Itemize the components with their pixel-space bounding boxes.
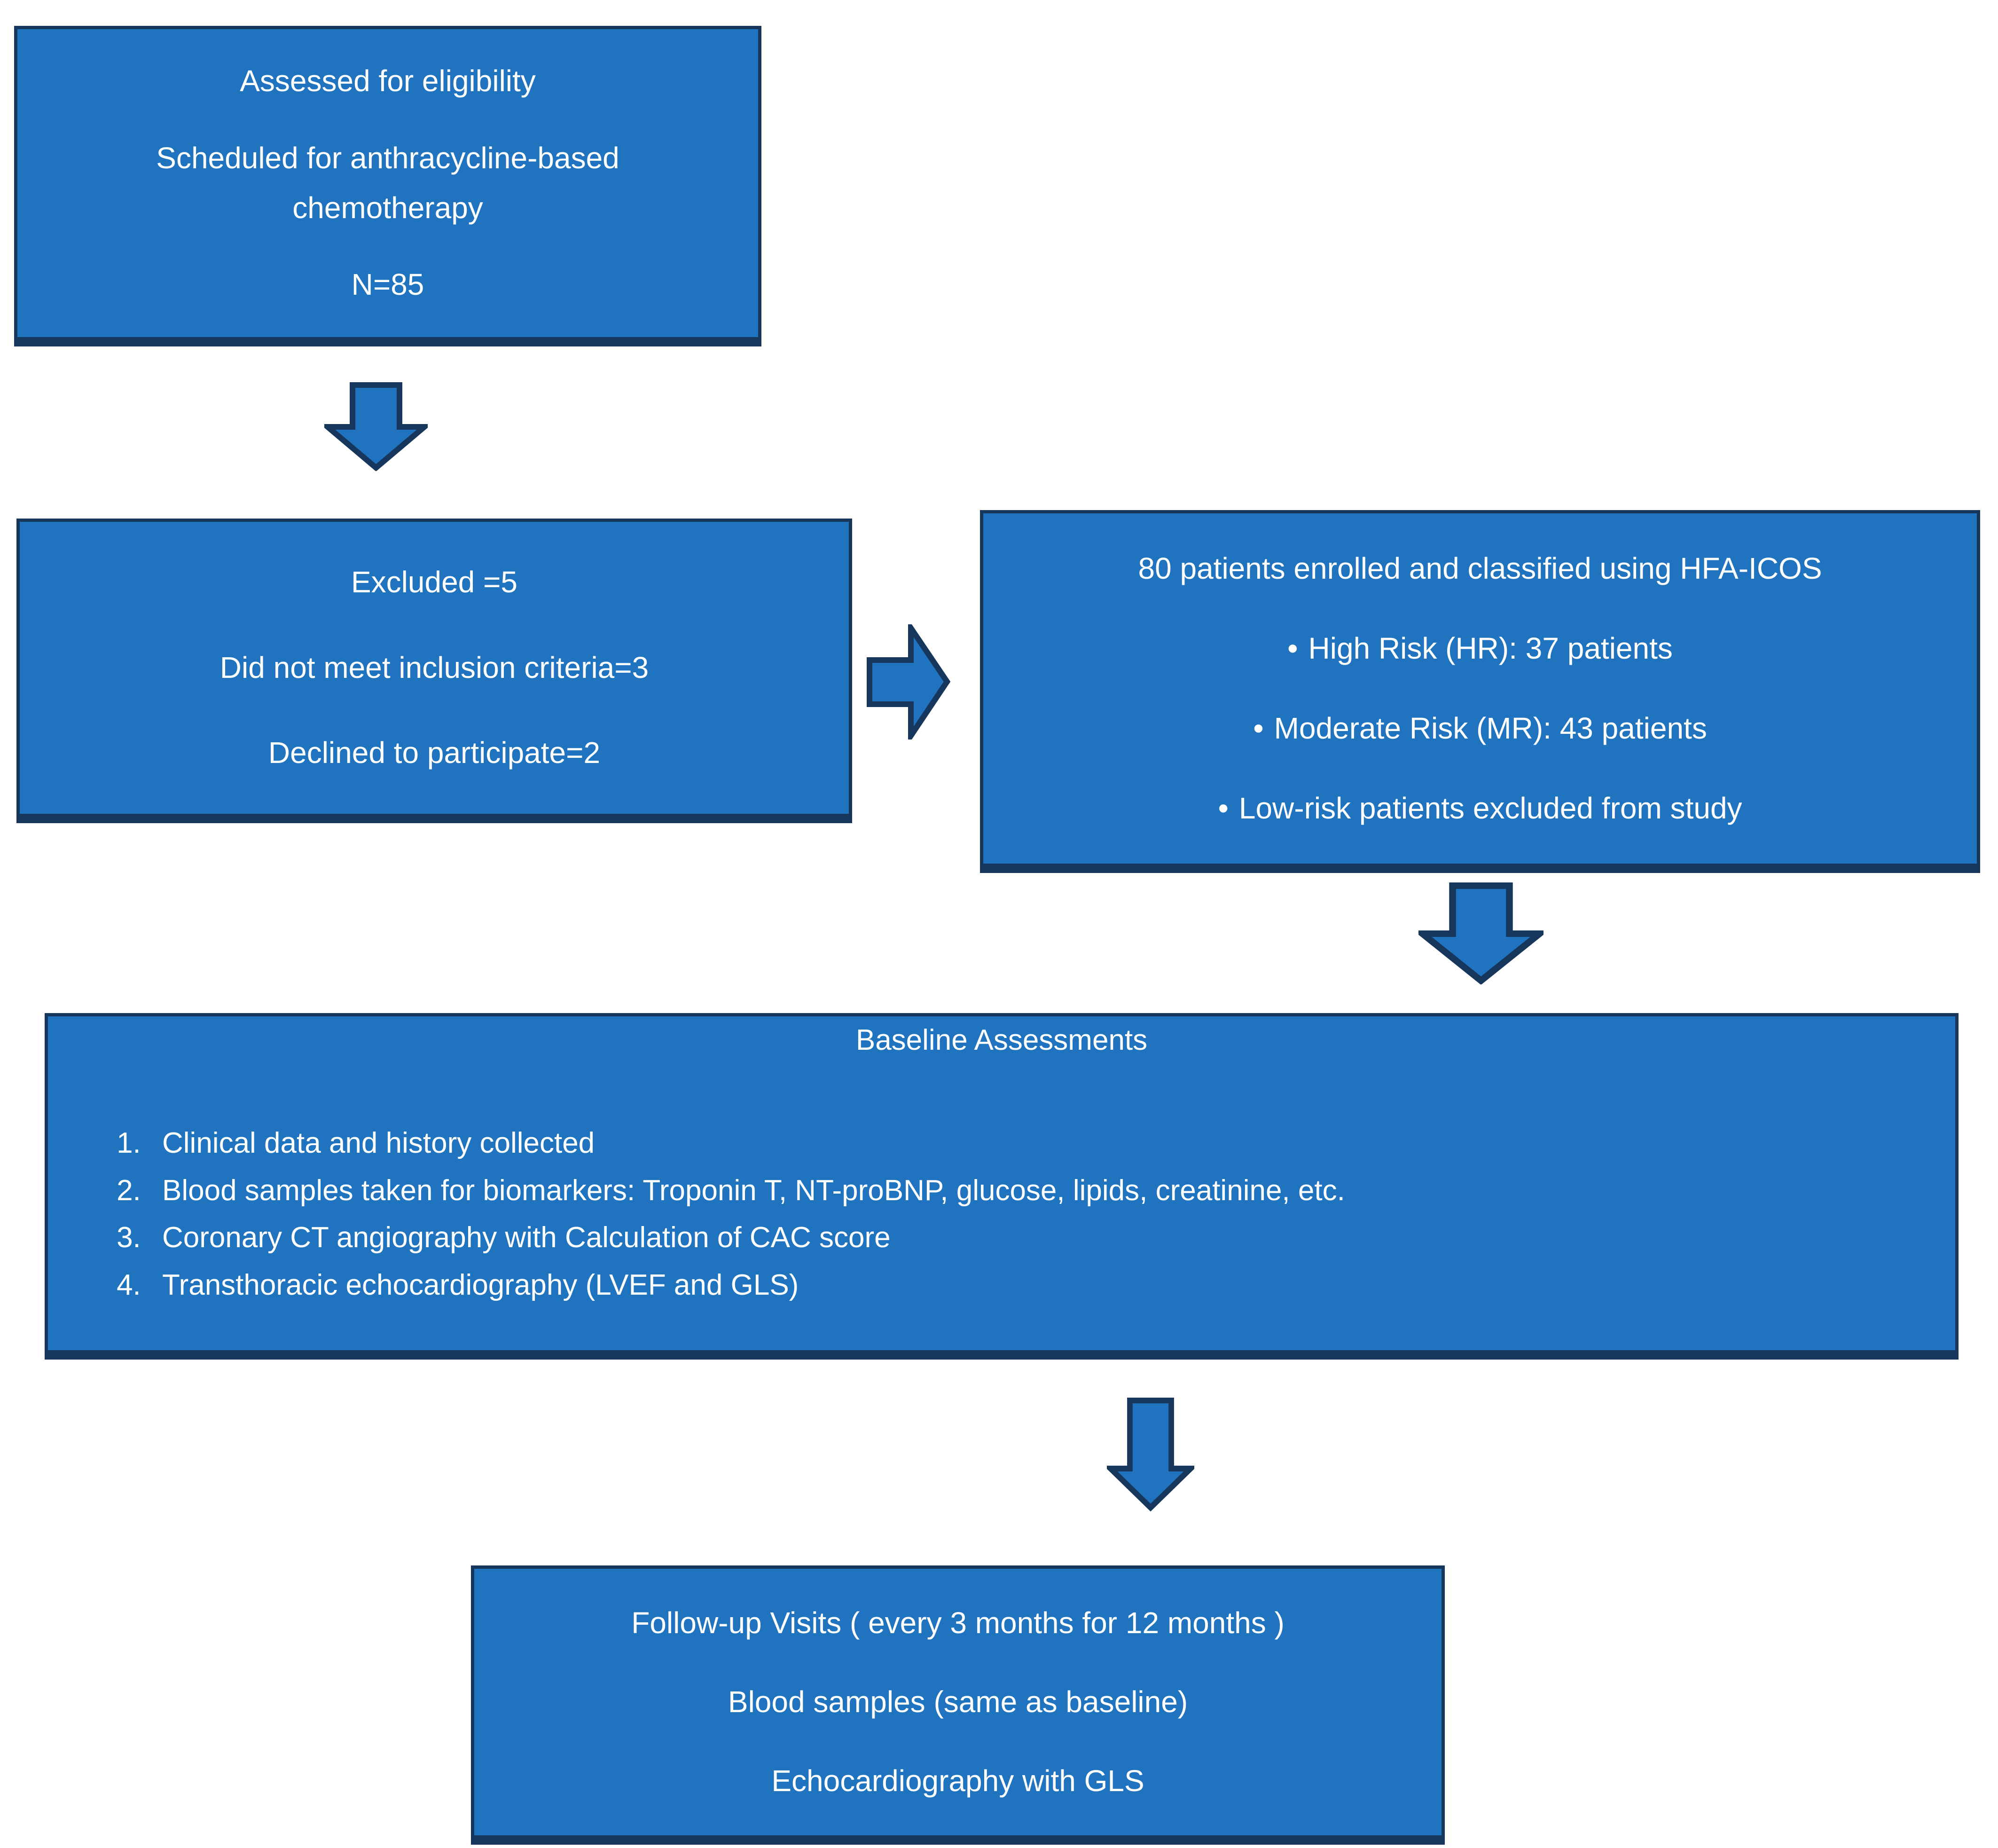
enrolled-bullet-high-risk-label: High Risk (HR): 37 patients [1308, 631, 1673, 665]
followup-line-1: Follow-up Visits ( every 3 months for 12… [631, 1605, 1285, 1640]
bullet-icon: • [1218, 791, 1229, 825]
enrolled-bullet-moderate-risk-label: Moderate Risk (MR): 43 patients [1274, 711, 1707, 745]
baseline-item-ct-angiography: Coronary CT angiography with Calculation… [149, 1214, 1955, 1261]
baseline-list: Clinical data and history collected Bloo… [48, 1120, 1955, 1309]
box-enrolled-hfa-icos: 80 patients enrolled and classified usin… [980, 510, 1980, 873]
followup-line-2: Blood samples (same as baseline) [728, 1684, 1188, 1719]
enrolled-bullet-high-risk: • High Risk (HR): 37 patients [983, 624, 1977, 674]
baseline-title: Baseline Assessments [855, 1024, 1148, 1056]
box-excluded: Excluded =5 Did not meet inclusion crite… [16, 519, 852, 823]
down-arrow-icon [324, 382, 428, 471]
followup-line-3: Echocardiography with GLS [771, 1763, 1144, 1798]
baseline-item-blood-samples: Blood samples taken for biomarkers: Trop… [149, 1167, 1955, 1214]
enrolled-title: 80 patients enrolled and classified usin… [1138, 551, 1822, 585]
enrolled-bullet-moderate-risk: • Moderate Risk (MR): 43 patients [983, 704, 1977, 754]
down-arrow-icon [1418, 882, 1544, 984]
eligibility-line-2: Scheduled for anthracycline-based chemot… [156, 141, 619, 225]
excluded-line-2: Did not meet inclusion criteria=3 [219, 650, 649, 684]
right-arrow-icon [866, 624, 951, 739]
eligibility-line-1: Assessed for eligibility [240, 64, 536, 98]
enrolled-bullet-low-risk-label: Low-risk patients excluded from study [1238, 791, 1742, 825]
box-assessed-for-eligibility: Assessed for eligibility Scheduled for a… [14, 26, 761, 346]
box-baseline-assessments: Baseline Assessments Clinical data and h… [45, 1013, 1959, 1360]
excluded-line-1: Excluded =5 [351, 565, 518, 599]
bullet-icon: • [1287, 631, 1298, 665]
enrolled-bullet-low-risk: • Low-risk patients excluded from study [983, 784, 1977, 834]
baseline-item-clinical-data: Clinical data and history collected [149, 1120, 1955, 1167]
bullet-icon: • [1253, 711, 1264, 745]
excluded-line-3: Declined to participate=2 [268, 736, 601, 770]
down-arrow-icon [1107, 1397, 1194, 1511]
baseline-item-echocardiography: Transthoracic echocardiography (LVEF and… [149, 1262, 1955, 1309]
box-follow-up-visits: Follow-up Visits ( every 3 months for 12… [471, 1565, 1445, 1845]
eligibility-line-3: N=85 [351, 267, 424, 302]
